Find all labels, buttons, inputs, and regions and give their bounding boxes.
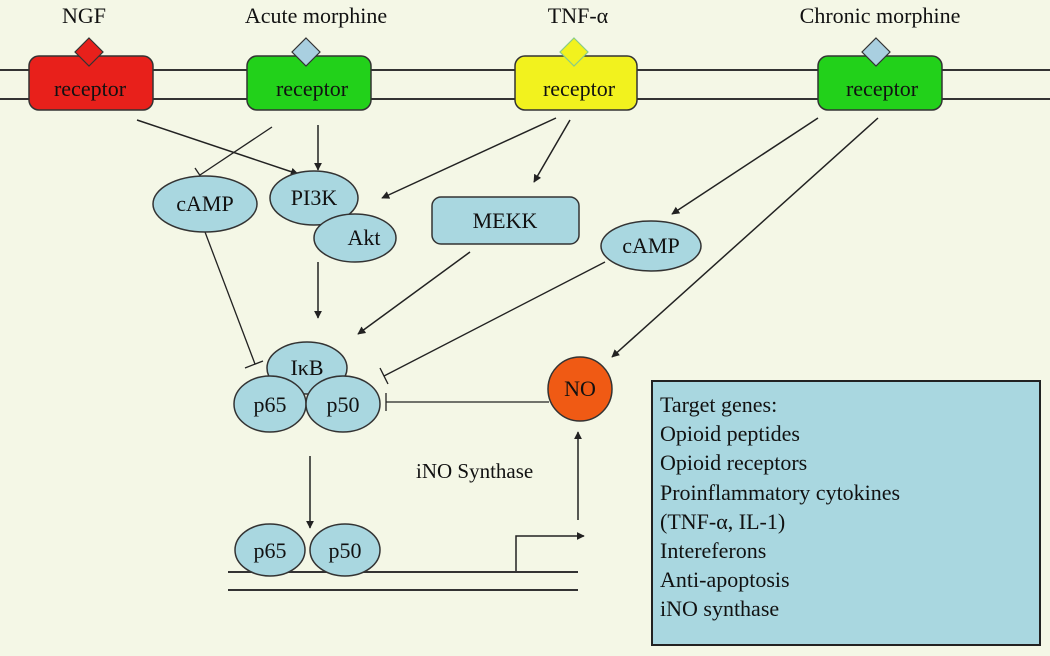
inhibit-acute-to-camp — [199, 126, 273, 176]
receptor-label: receptor — [543, 76, 616, 101]
p65-label: p65 — [254, 392, 287, 417]
inhibit-camp-right-to-ikb — [383, 261, 606, 377]
camp-left-label: cAMP — [176, 191, 233, 216]
ngf-ligand-diamond — [74, 37, 104, 67]
ikb-label: IκB — [290, 355, 323, 380]
receptor-chronic-morphine: receptor — [817, 37, 943, 111]
receptor-label: receptor — [54, 76, 127, 101]
receptor-label: receptor — [846, 76, 919, 101]
target-gene-item: (TNF-α, IL-1) — [660, 508, 786, 534]
arrow-tnf-to-mekk — [533, 119, 571, 183]
ligand-chronic-morphine-label: Chronic morphine — [800, 3, 961, 28]
target-gene-item: Intereferons — [660, 538, 767, 564]
target-genes-title: Target genes: — [660, 392, 778, 417]
target-gene-item: iNO synthase — [660, 596, 780, 622]
p50-node — [305, 375, 381, 433]
inhibit-bar — [379, 367, 389, 385]
p65-nuclear-label: p65 — [254, 538, 287, 563]
camp-right-label: cAMP — [622, 233, 679, 258]
akt-node — [313, 213, 397, 263]
ligand-tnf-alpha-label: TNF-α — [548, 3, 609, 28]
camp-right-node — [600, 220, 702, 272]
mekk-node — [431, 196, 580, 245]
arrow-transcription-start — [515, 532, 585, 572]
target-genes-box: Target genes: Opioid peptides Opioid rec… — [651, 380, 1041, 646]
inhibit-bar — [244, 360, 264, 369]
camp-left-node — [152, 175, 258, 233]
target-gene-item: Anti-apoptosis — [660, 567, 790, 593]
arrow-ngf-to-pi3k — [136, 119, 299, 176]
inhibit-camp-to-ikb — [204, 231, 256, 365]
arrow-mekk-to-ikb — [357, 251, 471, 335]
p50-nuclear-node — [309, 523, 381, 577]
target-gene-item: Opioid receptors — [660, 450, 808, 476]
receptor-acute-morphine: receptor — [246, 37, 372, 111]
no-node — [547, 356, 613, 422]
no-label: NO — [564, 376, 596, 401]
target-gene-item: Proinflammatory cytokines — [660, 479, 901, 505]
morphine-ligand-diamond — [291, 37, 321, 67]
arrow-chronic-to-no — [611, 117, 879, 358]
tnf-ligand-diamond — [559, 37, 589, 67]
arrow-tnf-to-pi3k — [381, 117, 557, 199]
p65-nuclear-node — [234, 523, 306, 577]
ligand-ngf-label: NGF — [62, 3, 106, 28]
ino-synthase-label: iNO Synthase — [416, 459, 533, 483]
receptor-label: receptor — [276, 76, 349, 101]
target-gene-item: Opioid peptides — [660, 421, 800, 447]
pi3k-label: PI3K — [291, 185, 338, 210]
receptor-tnf-alpha: receptor — [514, 37, 638, 111]
p50-label: p50 — [327, 392, 360, 417]
morphine-ligand-diamond — [861, 37, 891, 67]
mekk-label: MEKK — [473, 208, 538, 233]
receptor-ngf: receptor — [28, 37, 154, 111]
ligand-acute-morphine-label: Acute morphine — [245, 3, 387, 28]
pi3k-node — [269, 170, 359, 226]
akt-label: Akt — [348, 225, 381, 250]
p50-nuclear-label: p50 — [329, 538, 362, 563]
arrow-chronic-to-camp — [671, 117, 819, 215]
